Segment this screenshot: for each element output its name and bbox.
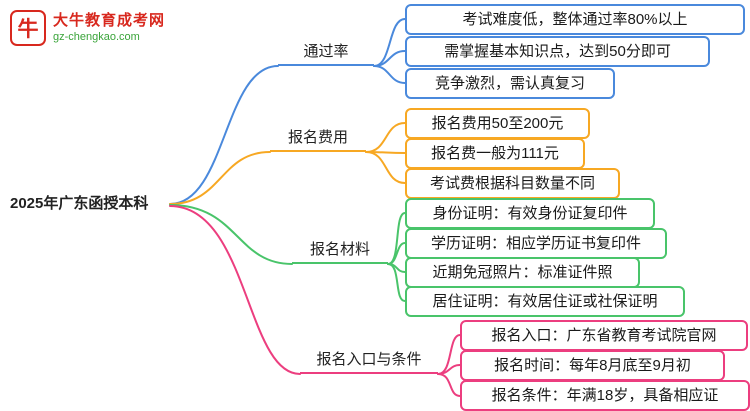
mindmap-leaf: 考试难度低，整体通过率80%以上 [405, 4, 745, 35]
bull-icon-glyph: 牛 [17, 18, 39, 41]
mindmap-leaf: 近期免冠照片：标准证件照 [405, 257, 640, 288]
mindmap-leaf: 报名时间：每年8月底至9月初 [460, 350, 725, 381]
mindmap-leaf: 学历证明：相应学历证书复印件 [405, 228, 667, 259]
logo-domain: gz-chengkao.com [53, 31, 140, 43]
mindmap-leaf: 报名条件：年满18岁，具备相应证 [460, 380, 750, 411]
branch-registration-entrance: 报名入口与条件 [300, 348, 438, 374]
mindmap-leaf: 需掌握基本知识点，达到50分即可 [405, 36, 710, 67]
mindmap-leaf: 竞争激烈，需认真复习 [405, 68, 615, 99]
branch-registration-fee: 报名费用 [270, 126, 366, 152]
bull-icon: 牛 [10, 10, 46, 46]
mindmap-leaf: 居住证明：有效居住证或社保证明 [405, 286, 685, 317]
mindmap-leaf: 报名入口：广东省教育考试院官网 [460, 320, 748, 351]
root-node: 2025年广东函授本科 [10, 195, 149, 212]
mindmap-leaf: 考试费根据科目数量不同 [405, 168, 620, 199]
mindmap-leaf: 报名费一般为111元 [405, 138, 585, 169]
mindmap-leaf: 报名费用50至200元 [405, 108, 590, 139]
branch-registration-materials: 报名材料 [292, 238, 388, 264]
branch-pass-rate: 通过率 [278, 40, 374, 66]
logo-text: 大牛教育成考网 gz-chengkao.com [53, 12, 165, 44]
mindmap-leaf: 身份证明：有效身份证复印件 [405, 198, 655, 229]
logo: 牛 大牛教育成考网 gz-chengkao.com [10, 10, 165, 46]
logo-brand: 大牛教育成考网 [53, 12, 166, 29]
